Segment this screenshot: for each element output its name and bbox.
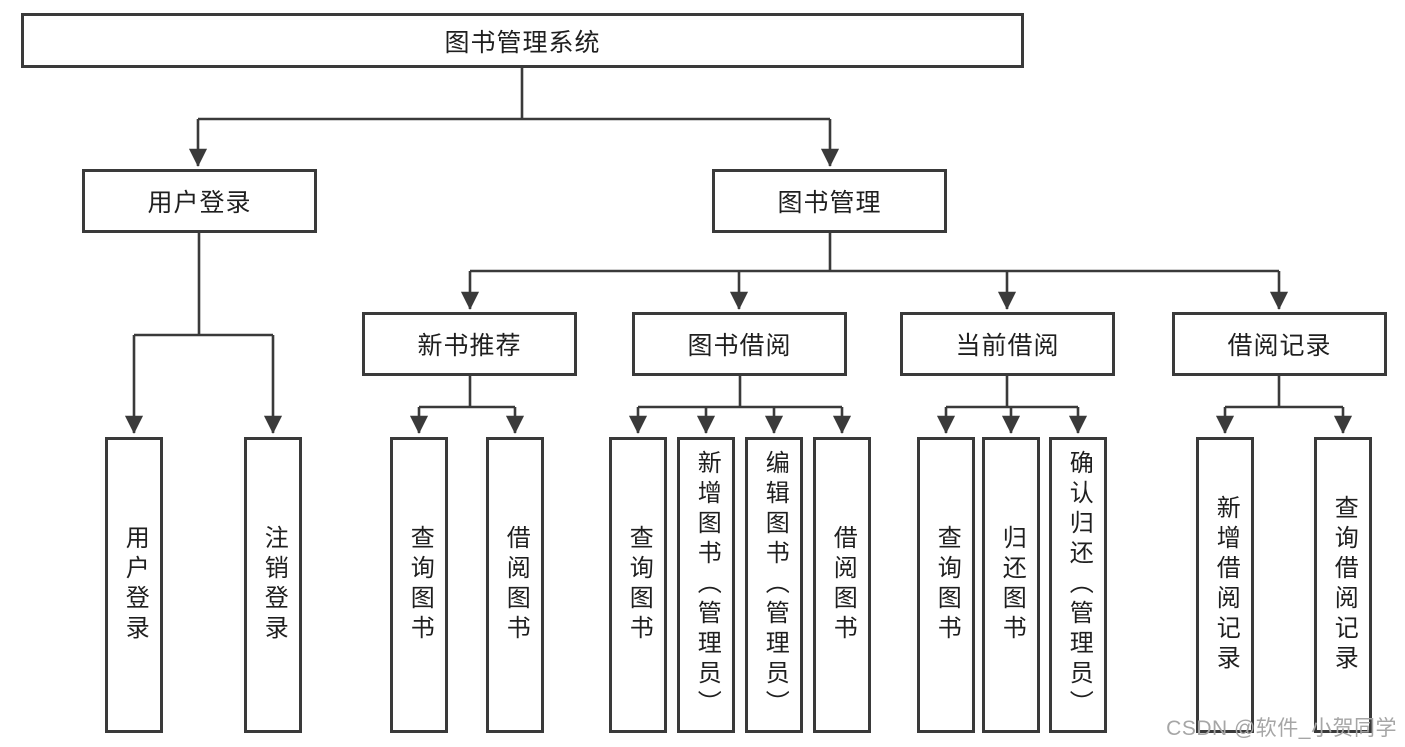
node-label: 新书推荐	[417, 332, 522, 360]
node-book-management: 图书管理	[712, 169, 947, 233]
leaf-borrow-books: 借阅图书	[813, 437, 871, 733]
csdn-watermark: CSDN @软件_小贺同学	[1166, 717, 1397, 740]
leaf-label: 归还图书	[998, 525, 1026, 645]
leaf-edit-books-admin: 编辑图书（管理员）	[745, 437, 803, 733]
leaf-label: 查询图书	[625, 525, 653, 645]
node-label: 图书借阅	[687, 332, 792, 360]
leaf-label: 查询图书	[406, 525, 434, 645]
leaf-label: 确认归还（管理员）	[1065, 450, 1093, 720]
leaf-label: 新增图书（管理员）	[693, 450, 721, 720]
leaf-label: 查询借阅记录	[1330, 495, 1358, 675]
leaf-user-login: 用户登录	[105, 437, 163, 733]
node-root-label: 图书管理系统	[444, 28, 601, 57]
leaf-logout: 注销登录	[244, 437, 302, 733]
leaf-label: 新增借阅记录	[1212, 495, 1240, 675]
leaf-label: 用户登录	[121, 525, 149, 645]
leaf-return-books: 归还图书	[982, 437, 1040, 733]
leaf-query-books-borrow: 查询图书	[609, 437, 667, 733]
node-label: 当前借阅	[955, 332, 1060, 360]
leaf-add-books-admin: 新增图书（管理员）	[677, 437, 735, 733]
node-root: 图书管理系统	[21, 13, 1024, 68]
node-label: 用户登录	[147, 189, 252, 217]
leaf-label: 借阅图书	[502, 525, 530, 645]
leaf-label: 查询图书	[933, 525, 961, 645]
leaf-query-borrow-record: 查询借阅记录	[1314, 437, 1372, 733]
leaf-label: 注销登录	[260, 525, 288, 645]
leaf-add-borrow-record: 新增借阅记录	[1196, 437, 1254, 733]
node-new-book-recommend: 新书推荐	[362, 312, 577, 376]
leaf-label: 借阅图书	[829, 525, 857, 645]
node-borrow-records: 借阅记录	[1172, 312, 1387, 376]
leaf-label: 编辑图书（管理员）	[761, 450, 789, 720]
node-label: 借阅记录	[1227, 332, 1332, 360]
arrow-connectors	[124, 119, 1353, 434]
node-label: 图书管理	[777, 189, 882, 217]
node-current-borrow: 当前借阅	[900, 312, 1115, 376]
leaf-query-books-current: 查询图书	[917, 437, 975, 733]
leaf-borrow-books-recommend: 借阅图书	[486, 437, 544, 733]
node-book-borrow: 图书借阅	[632, 312, 847, 376]
leaf-confirm-return-admin: 确认归还（管理员）	[1049, 437, 1107, 733]
leaf-query-books-recommend: 查询图书	[390, 437, 448, 733]
node-user-login: 用户登录	[82, 169, 317, 233]
